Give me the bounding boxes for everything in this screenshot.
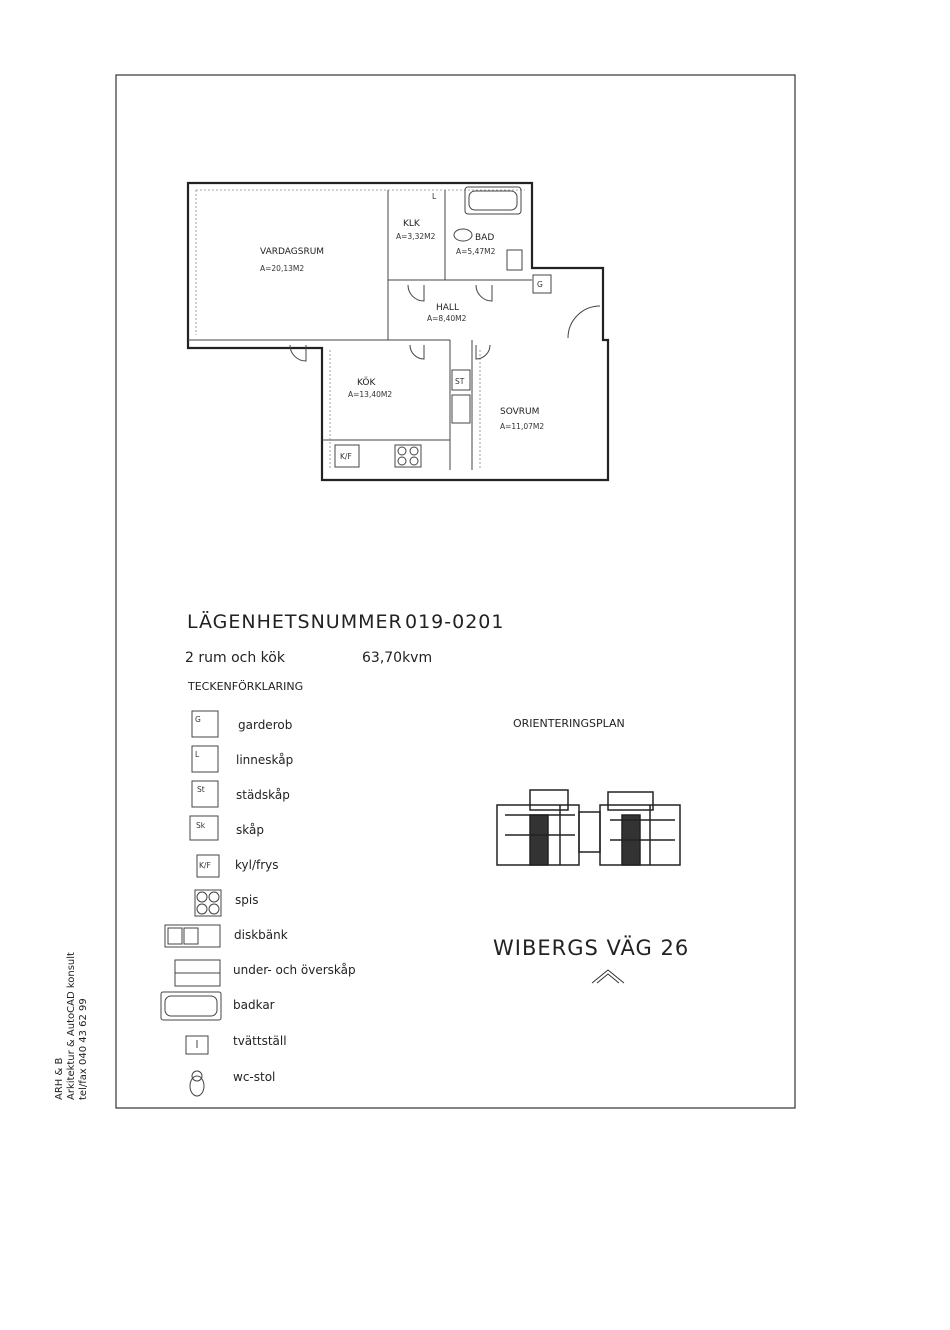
svg-text:tel/fax 040 43 62 99: tel/fax 040 43 62 99 [78, 998, 89, 1100]
room-name: HALL [436, 303, 459, 313]
room-area: A=5,47M2 [456, 247, 496, 256]
legend-label: diskbänk [234, 928, 288, 942]
legend-label: garderob [238, 718, 292, 732]
svg-text:L: L [195, 750, 200, 759]
diskbank-icon [164, 924, 221, 948]
north-arrow-icon [591, 969, 625, 984]
floor-plan [186, 181, 610, 482]
address: WIBERGS VÄG 26 [493, 935, 689, 960]
svg-text:ARH & B: ARH & B [54, 1058, 65, 1100]
room-area: A=3,32M2 [396, 232, 436, 241]
legend-label: badkar [233, 998, 275, 1012]
credits: ARH & B Arkitektur & AutoCAD konsult tel… [54, 952, 89, 1100]
room-name: KÖK [357, 377, 376, 388]
fixture-g: G [537, 280, 543, 289]
room-name: KLK [403, 219, 421, 229]
svg-text:G: G [195, 715, 201, 724]
wc-stol-icon [189, 1070, 205, 1097]
legend-label: kyl/frys [235, 858, 279, 872]
orientation-title: ORIENTERINGSPLAN [513, 717, 625, 730]
legend-label: under- och överskåp [233, 963, 356, 977]
legend-label: skåp [236, 823, 264, 837]
fixture-l: L [432, 192, 437, 201]
svg-text:Arkitektur & AutoCAD konsult: Arkitektur & AutoCAD konsult [66, 952, 77, 1100]
apartment-size: 63,70kvm [362, 650, 432, 666]
room-name: SOVRUM [500, 407, 539, 417]
spis-icon [194, 889, 222, 917]
room-area: A=8,40M2 [427, 314, 467, 323]
skap-icon: Sk [189, 815, 219, 841]
legend-title: TECKENFÖRKLARING [187, 680, 303, 693]
page-frame [115, 74, 796, 1109]
legend-label: spis [235, 893, 258, 907]
badkar-icon [160, 991, 222, 1021]
skap-under-over-icon [174, 959, 221, 987]
legend: G L St Sk K/F [160, 710, 222, 1097]
room-count: 2 rum och kök [185, 650, 286, 666]
linneskap-icon: L [191, 745, 219, 773]
legend-label: städskåp [236, 788, 290, 802]
svg-text:Sk: Sk [196, 821, 206, 830]
svg-text:K/F: K/F [199, 861, 211, 870]
apartment-number: 019-0201 [405, 611, 504, 633]
fixture-st: ST [455, 377, 465, 386]
room-area: A=20,13M2 [260, 264, 304, 273]
room-area: A=13,40M2 [348, 390, 392, 399]
stadskap-icon: St [191, 780, 219, 808]
tvattstall-icon [185, 1035, 209, 1055]
legend-label: linneskåp [236, 753, 293, 767]
kyl-frys-icon: K/F [196, 854, 220, 878]
fixture-kf: K/F [340, 452, 352, 461]
room-area: A=11,07M2 [500, 422, 544, 431]
apartment-label: LÄGENHETSNUMMER [187, 610, 403, 633]
orientation-site-plan [496, 789, 681, 866]
room-name: VARDAGSRUM [260, 247, 324, 257]
room-name: BAD [475, 233, 494, 243]
garderob-icon: G [191, 710, 219, 738]
legend-label: wc-stol [233, 1070, 275, 1084]
legend-label: tvättställ [233, 1034, 287, 1048]
svg-text:St: St [197, 785, 205, 794]
